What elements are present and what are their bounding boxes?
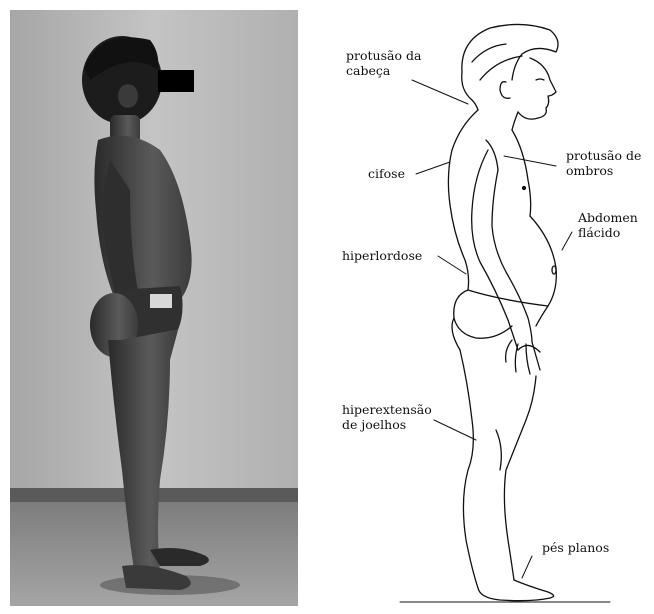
underwear bbox=[454, 290, 548, 338]
leg-front bbox=[504, 376, 536, 580]
figure-line-drawing bbox=[300, 0, 654, 610]
label-shoulder-protrusion: protusão de ombros bbox=[566, 148, 641, 178]
label-hyperlordosis: hiperlordose bbox=[342, 248, 422, 263]
leader-kyphosis bbox=[416, 162, 450, 174]
label-knee-hyperextension: hiperextensão de joelhos bbox=[342, 402, 432, 432]
leader-knees bbox=[434, 420, 476, 440]
face-profile bbox=[518, 58, 556, 119]
censor-bar bbox=[158, 70, 194, 92]
leader-head bbox=[412, 80, 468, 104]
arm-outline bbox=[472, 150, 518, 350]
leader-abdomen bbox=[562, 232, 572, 250]
child-profile-photo bbox=[10, 10, 298, 606]
hand bbox=[506, 340, 540, 374]
feet bbox=[478, 580, 554, 601]
back-outline bbox=[448, 110, 478, 290]
chest-outline bbox=[512, 130, 531, 216]
leader-feet bbox=[522, 556, 532, 578]
leg-back bbox=[460, 350, 478, 588]
leader-shoulders bbox=[504, 156, 556, 166]
label-head-protrusion: protusão da cabeça bbox=[346, 48, 421, 78]
label-flaccid-abdomen: Abdomen flácido bbox=[578, 210, 638, 240]
posture-diagram: protusão da cabeça cifose protusão de om… bbox=[300, 0, 654, 610]
abdomen-outline bbox=[530, 216, 556, 306]
leader-lordosis bbox=[438, 256, 466, 274]
photo-image bbox=[10, 10, 298, 606]
label-kyphosis: cifose bbox=[368, 166, 405, 181]
hair bbox=[462, 24, 558, 80]
label-flat-feet: pés planos bbox=[542, 540, 609, 555]
